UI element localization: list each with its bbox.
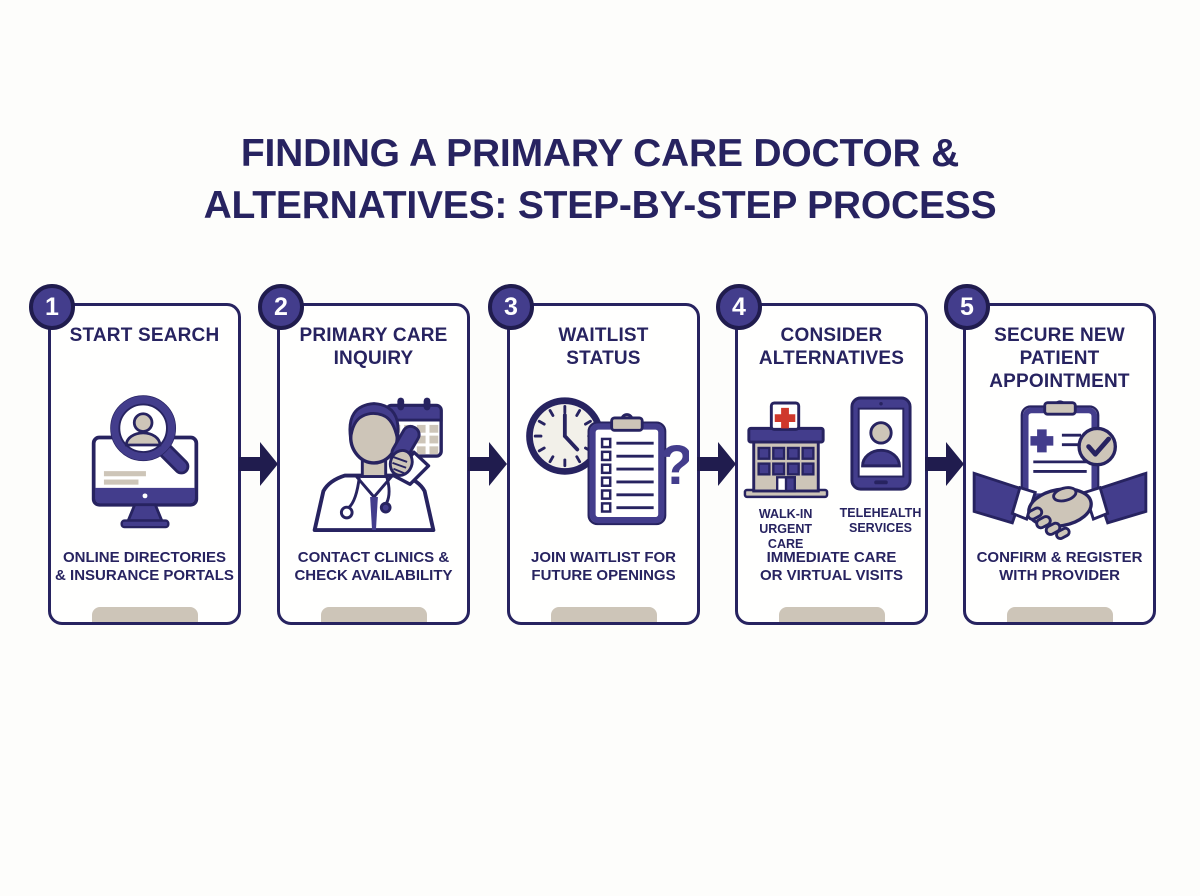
step-card-2: 2 PRIMARY CARE INQUIRY [258, 284, 470, 625]
handshake-agreement-icon [972, 399, 1147, 540]
step-1-badge: 1 [29, 284, 75, 330]
step-card-5: 5 SECURE NEW PATIENT APPOINTMENT [944, 284, 1156, 625]
icon-zone [966, 394, 1153, 544]
icon-zone: ? [510, 384, 697, 534]
hospital-icon [743, 401, 828, 499]
card-tab [1006, 607, 1113, 622]
step-caption: CONFIRM & REGISTER WITH PROVIDER [976, 548, 1143, 585]
step-card-3: 3 WAITLIST STATUS [488, 284, 700, 625]
step-title: START SEARCH [69, 325, 220, 346]
arrow-right-icon [468, 442, 507, 486]
arrow-right-icon [697, 442, 736, 486]
page-title: FINDING A PRIMARY CARE DOCTOR & ALTERNAT… [203, 132, 997, 228]
step-caption: JOIN WAITLIST FOR FUTURE OPENINGS [531, 548, 676, 585]
card-tab [320, 607, 427, 622]
walk-in-option: WALK-IN URGENT CARE [742, 392, 830, 551]
telehealth-option: TELEHEALTH SERVICES [839, 392, 922, 536]
step-number: 5 [960, 292, 974, 321]
arrow-right-icon [239, 442, 278, 486]
step-caption: ONLINE DIRECTORIES & INSURANCE PORTALS [55, 548, 234, 585]
doctor-phone-calendar-icon [312, 397, 443, 532]
step-2-badge: 2 [258, 284, 304, 330]
step-title: SECURE NEW PATIENT APPOINTMENT [989, 325, 1130, 392]
telehealth-label: TELEHEALTH SERVICES [839, 506, 922, 535]
step-card-1: 1 START SEARCH ONLINE DIRECTORIES & I [29, 284, 241, 625]
icon-zone: WALK-IN URGENT CARE TELEHEALTH SERVICES [738, 392, 925, 560]
step-number: 1 [45, 292, 59, 321]
step-3-badge: 3 [488, 284, 534, 330]
card-tab [550, 607, 657, 622]
icon-zone [280, 384, 467, 534]
card-tab [91, 607, 198, 622]
step-title: CONSIDER ALTERNATIVES [758, 325, 905, 369]
step-number: 2 [274, 292, 288, 321]
step-5-badge: 5 [944, 284, 990, 330]
icon-zone [51, 384, 238, 534]
step-title: WAITLIST STATUS [558, 325, 649, 369]
step-title: PRIMARY CARE INQUIRY [299, 325, 448, 369]
telehealth-tablet-icon [849, 396, 912, 491]
svg-text:?: ? [659, 434, 688, 496]
step-4-badge: 4 [716, 284, 762, 330]
card-tab [778, 607, 885, 622]
step-caption: CONTACT CLINICS & CHECK AVAILABILITY [294, 548, 453, 585]
walk-in-label: WALK-IN URGENT CARE [758, 507, 813, 551]
clock-checklist-question-icon: ? [525, 397, 689, 526]
step-number: 3 [504, 292, 518, 321]
step-card-4: 4 CONSIDER ALTERNATIVES WALK [716, 284, 928, 625]
monitor-search-icon [91, 395, 198, 529]
arrow-right-icon [925, 442, 964, 486]
step-caption: IMMEDIATE CARE OR VIRTUAL VISITS [759, 548, 904, 585]
step-number: 4 [732, 292, 746, 321]
